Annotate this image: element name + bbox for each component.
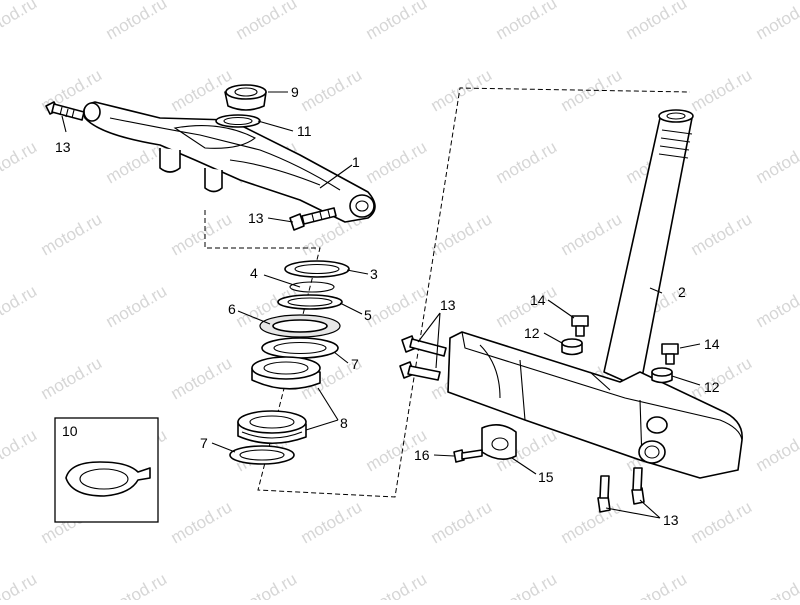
watermark-text: motod.ru (558, 209, 626, 259)
watermark-text: motod.ru (298, 497, 366, 547)
part-7-lower-race (230, 446, 294, 464)
watermark-text: motod.ru (428, 65, 496, 115)
bolt-13-bottom-right (632, 468, 644, 504)
watermark-text: motod.ru (428, 209, 496, 259)
watermark-text: motod.ru (688, 353, 756, 403)
callout-4: 4 (250, 265, 258, 281)
part-4-seal (290, 282, 334, 292)
watermark-text: motod.ru (623, 0, 691, 43)
watermark-text: motod.ru (168, 65, 236, 115)
callout-13-mid: 13 (248, 210, 264, 226)
watermark-text: motod.ru (168, 497, 236, 547)
watermark-text: motod.ru (298, 65, 366, 115)
watermark-text: motod.ru (753, 0, 800, 43)
part-12-spacer-left (562, 339, 582, 355)
part-11-washer (216, 115, 260, 127)
callout-14-left: 14 (530, 292, 546, 308)
watermark-text: motod.ru (38, 209, 106, 259)
part-7-upper-race (262, 338, 338, 358)
part-5-ring (278, 295, 342, 309)
watermark-text: motod.ru (493, 569, 561, 600)
watermark-text: motod.ru (363, 0, 431, 43)
watermark-text: motod.ru (103, 281, 171, 331)
callout-2: 2 (678, 284, 686, 300)
callout-13-clamp: 13 (440, 297, 456, 313)
watermark-text: motod.ru (168, 209, 236, 259)
watermark-text: motod.ru (0, 425, 40, 475)
watermark-text: motod.ru (0, 569, 40, 600)
bolt-13-clamp-upper (402, 336, 446, 356)
watermark-text: motod.ru (688, 65, 756, 115)
watermark-text: motod.ru (363, 137, 431, 187)
watermark-text: motod.ru (493, 137, 561, 187)
watermark-text: motod.ru (0, 281, 40, 331)
watermark-text: motod.ru (0, 137, 40, 187)
callout-6: 6 (228, 301, 236, 317)
callout-15: 15 (538, 469, 554, 485)
callout-1: 1 (352, 154, 360, 170)
part-14-bolt-left (572, 316, 588, 336)
callout-14-right: 14 (704, 336, 720, 352)
watermark-text: motod.ru (623, 569, 691, 600)
watermark-text: motod.ru (103, 0, 171, 43)
part-8-upper-cup (252, 357, 320, 389)
watermark-text: motod.ru (753, 137, 800, 187)
callout-12-right: 12 (704, 379, 720, 395)
watermark-text: motod.ru (363, 569, 431, 600)
watermark-text: motod.ru (233, 0, 301, 43)
watermark-text: motod.ru (493, 0, 561, 43)
callout-7-upper: 7 (351, 356, 359, 372)
callout-13-upper-left: 13 (55, 139, 71, 155)
watermark-text: motod.ru (428, 497, 496, 547)
part-6-bearing (260, 315, 340, 337)
callout-5: 5 (364, 307, 372, 323)
callout-7-lower: 7 (200, 435, 208, 451)
watermark-text: motod.ru (558, 65, 626, 115)
watermark-text: motod.ru (103, 569, 171, 600)
bolt-13-clamp-lower (400, 362, 440, 380)
callout-10: 10 (62, 423, 78, 439)
callout-16: 16 (414, 447, 430, 463)
bolt-13-bottom-left (598, 476, 610, 512)
callout-3: 3 (370, 266, 378, 282)
callout-11: 11 (297, 123, 312, 139)
watermark-text: motod.ru (0, 0, 40, 43)
part-8-lower-cup (238, 411, 306, 443)
watermark-text: motod.ru (558, 497, 626, 547)
part-3-ring (285, 261, 349, 277)
callout-13-bottom: 13 (663, 512, 679, 528)
watermark-text: motod.ru (688, 209, 756, 259)
callout-9: 9 (291, 84, 299, 100)
watermark-text: motod.ru (38, 353, 106, 403)
part-14-bolt-right (662, 344, 678, 364)
part-16-screw (454, 450, 482, 462)
watermark-text: motod.ru (753, 569, 800, 600)
watermark-text: motod.ru (753, 281, 800, 331)
part-15-cable-clamp (482, 425, 516, 459)
part-9-cap (225, 85, 266, 110)
lower-triple-clamp-with-stem (448, 110, 742, 478)
watermark-text: motod.ru (233, 569, 301, 600)
callout-12-left: 12 (524, 325, 540, 341)
watermark-text: motod.ru (363, 281, 431, 331)
part-12-spacer-right (652, 368, 672, 383)
callout-8: 8 (340, 415, 348, 431)
watermark-text: motod.ru (493, 281, 561, 331)
watermark-text: motod.ru (168, 353, 236, 403)
watermark-text: motod.ru (688, 497, 756, 547)
watermark-text: motod.ru (753, 425, 800, 475)
